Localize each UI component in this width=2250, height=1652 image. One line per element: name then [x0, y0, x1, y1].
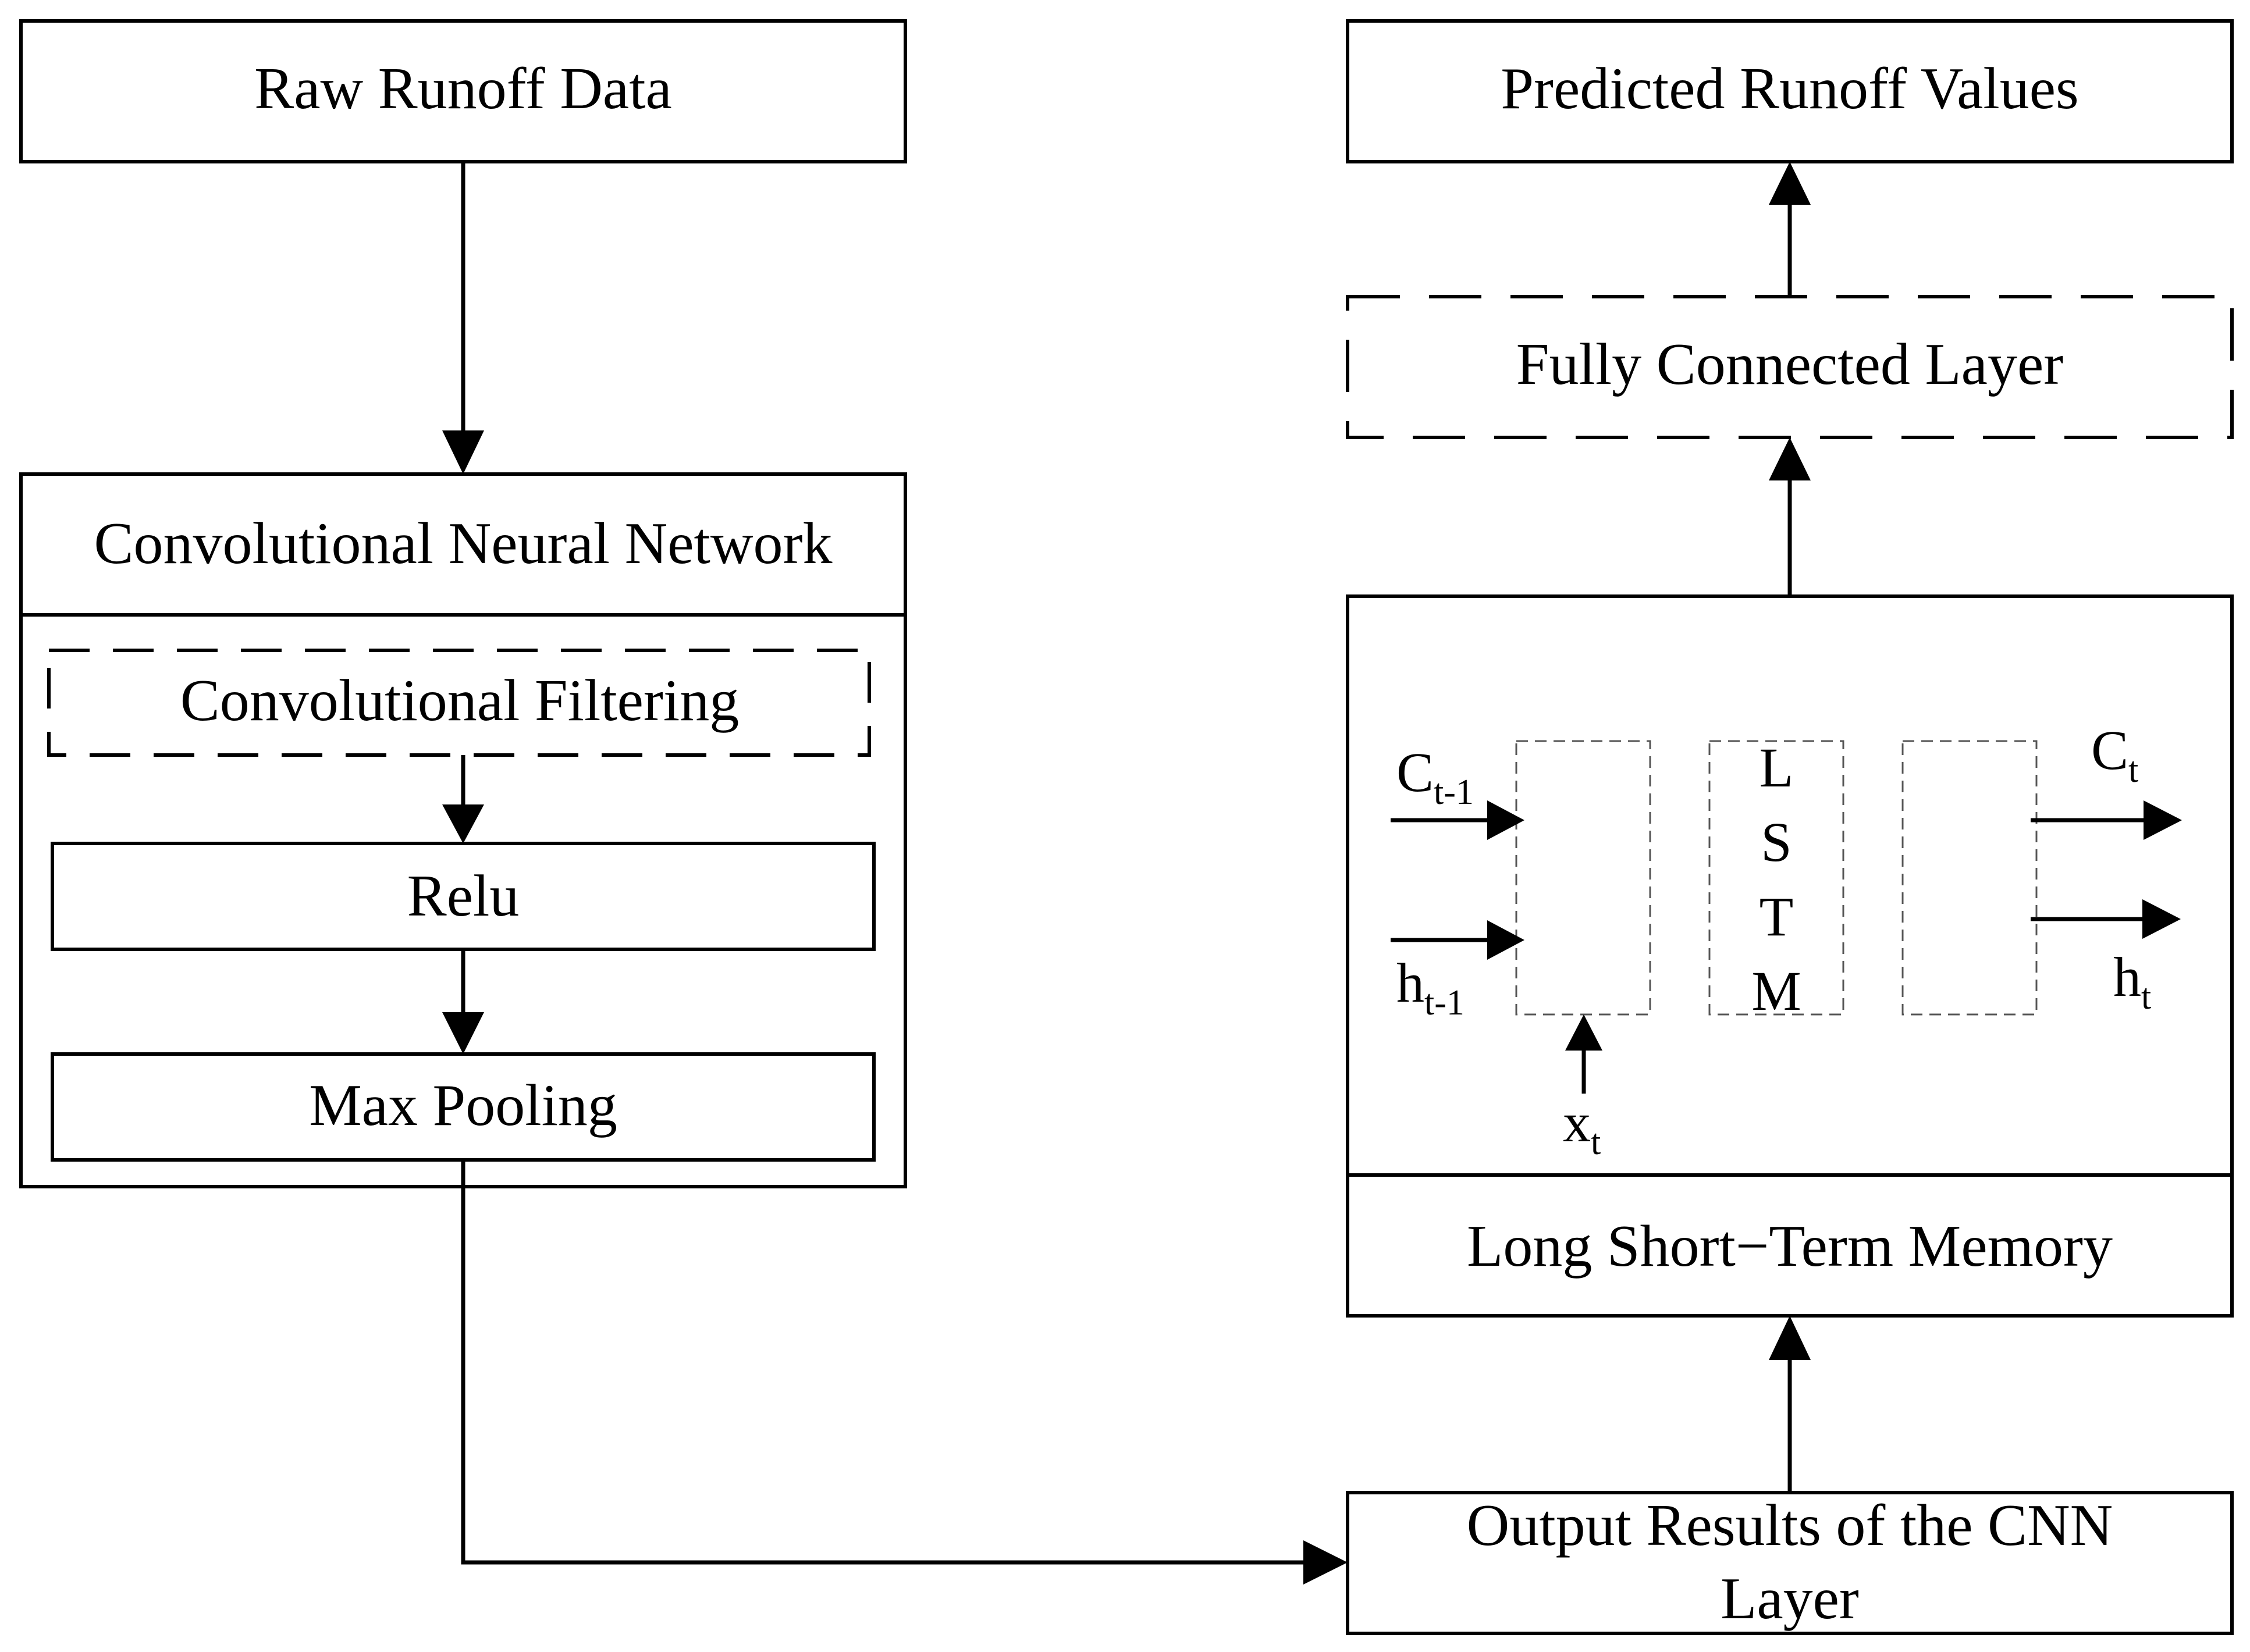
lstm-cell-right	[1901, 740, 2038, 1016]
h-prev-input: ht-1	[1391, 920, 1524, 1023]
relu-box: Relu	[51, 842, 876, 951]
lstm-letter-l: L	[1760, 736, 1794, 799]
arrow-fc-to-predicted	[1769, 162, 1811, 297]
fully-connected-layer-label: Fully Connected Layer	[1516, 332, 2063, 397]
cnn-title: Convolutional Neural Network	[94, 511, 832, 576]
convolutional-filtering-label: Convolutional Filtering	[180, 668, 739, 734]
cnn-block: Convolutional Neural Network Convolution…	[19, 472, 907, 1188]
max-pooling-label: Max Pooling	[309, 1073, 617, 1138]
arrow-relu-to-pooling	[442, 949, 484, 1054]
relu-label: Relu	[407, 863, 520, 929]
arrow-cnn-output-to-lstm	[1769, 1316, 1811, 1493]
c-t-label: Ct	[2091, 719, 2138, 790]
h-t-output: ht	[2031, 899, 2181, 1017]
x-t-label: xt	[1563, 1091, 1601, 1162]
c-prev-label: Ct-1	[1396, 741, 1474, 812]
predicted-runoff-values-box: Predicted Runoff Values	[1346, 19, 2234, 163]
lstm-block: Long Short−Term Memory L S T M Ct-1 ht-1…	[1346, 594, 2234, 1318]
max-pooling-box: Max Pooling	[51, 1052, 876, 1162]
convolutional-filtering-box: Convolutional Filtering	[47, 649, 871, 757]
lstm-letter-t: T	[1760, 885, 1794, 948]
h-prev-label: ht-1	[1396, 952, 1465, 1023]
x-t-input: xt	[1563, 1014, 1602, 1162]
c-prev-input: Ct-1	[1391, 741, 1524, 840]
c-t-output: Ct	[2031, 719, 2182, 840]
lstm-cell-middle	[1708, 740, 1844, 1016]
fully-connected-layer-box: Fully Connected Layer	[1346, 295, 2234, 439]
cnn-output-label-line1: Output Results of the CNN	[1467, 1493, 2113, 1558]
arrow-pooling-to-cnn-output	[461, 1160, 1348, 1585]
raw-runoff-data-box: Raw Runoff Data	[19, 19, 907, 163]
arrow-lstm-to-fc	[1769, 437, 1811, 596]
raw-runoff-data-label: Raw Runoff Data	[254, 56, 672, 122]
cnn-output-box: Output Results of the CNN Layer	[1346, 1491, 2234, 1635]
predicted-runoff-values-label: Predicted Runoff Values	[1501, 56, 2078, 122]
lstm-cell-left	[1515, 740, 1651, 1016]
arrow-raw-to-cnn	[442, 162, 484, 474]
lstm-letter-s: S	[1761, 811, 1792, 873]
arrow-filtering-to-relu	[442, 755, 484, 843]
cnn-output-label-line2: Layer	[1721, 1566, 1859, 1632]
lstm-title: Long Short−Term Memory	[1467, 1213, 2113, 1279]
lstm-letter-m: M	[1751, 960, 1801, 1022]
h-t-label: ht	[2113, 946, 2151, 1017]
